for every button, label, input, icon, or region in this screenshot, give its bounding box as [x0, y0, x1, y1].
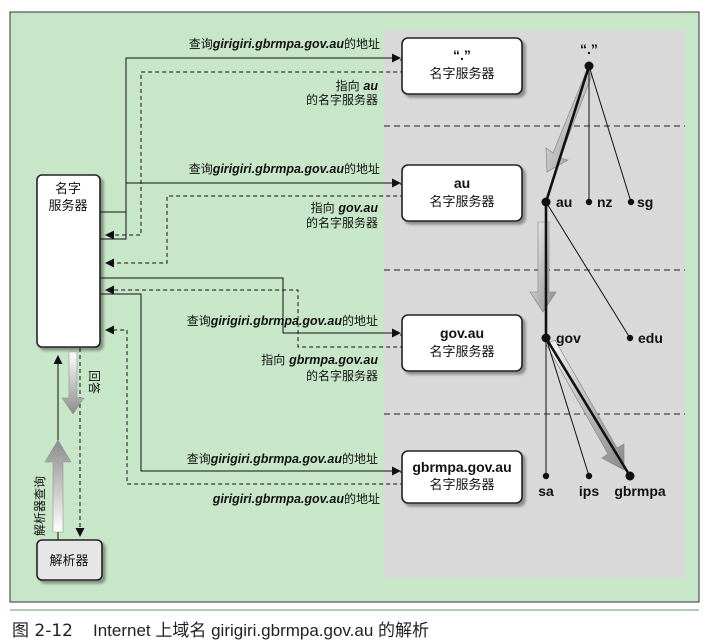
tree-label-gov: gov — [556, 330, 581, 346]
tree-node-ips — [585, 472, 593, 480]
name-server-gov-au: gov.au 名字服务器 — [401, 314, 523, 372]
response-label-1b: 的名字服务器 — [306, 92, 378, 107]
tree-node-gov — [541, 333, 551, 343]
tree-node-gbrmpa — [625, 471, 635, 481]
name-server-gov-au-title: gov.au — [440, 325, 484, 341]
tree-edges — [544, 65, 632, 477]
query-label-2: 查询girigiri.gbrmpa.gov.au的地址 — [189, 161, 380, 176]
tree-label-nz: nz — [597, 194, 613, 210]
resolver-label: 解析器 — [49, 554, 88, 569]
local-name-server-line1: 名字 — [55, 181, 81, 197]
tree-label-au: au — [556, 194, 572, 210]
resolver-box: 解析器 — [36, 539, 103, 581]
tree-node-au — [541, 197, 551, 207]
query-label-4: 查询girigiri.gbrmpa.gov.au的地址 — [187, 451, 378, 466]
tree-label-gbrmpa: gbrmpa — [614, 483, 666, 499]
response-label-4: girigiri.gbrmpa.gov.au的地址 — [212, 491, 380, 506]
tree-label-sa: sa — [538, 483, 554, 499]
caption-number: 图 2-12 — [12, 621, 73, 641]
name-server-au: au 名字服务器 — [401, 164, 523, 222]
tree-node-sg — [627, 198, 635, 206]
name-server-gov-au-sub: 名字服务器 — [429, 344, 494, 360]
name-server-au-sub: 名字服务器 — [429, 194, 494, 210]
name-server-gbrmpa-sub: 名字服务器 — [429, 477, 494, 493]
name-server-root-title: “.” — [453, 47, 471, 63]
tree-node-nz — [585, 198, 593, 206]
query-label-1: 查询girigiri.gbrmpa.gov.au的地址 — [189, 36, 380, 51]
name-server-gbrmpa-gov-au: gbrmpa.gov.au 名字服务器 — [401, 450, 523, 504]
tree-nodes — [541, 61, 635, 481]
response-label-3b: 的名字服务器 — [306, 368, 378, 383]
tree-label-ips: ips — [579, 483, 599, 499]
local-name-server-line2: 服务器 — [48, 198, 87, 214]
caption-text: Internet 上域名 girigiri.gbrmpa.gov.au 的解析 — [93, 621, 429, 640]
response-label-2b: 的名字服务器 — [306, 215, 378, 230]
name-server-root-sub: 名字服务器 — [429, 66, 494, 82]
response-label-1a: 指向 au — [336, 78, 379, 93]
query-big-arrow — [44, 439, 72, 533]
query-label-3: 查询girigiri.gbrmpa.gov.au的地址 — [187, 313, 378, 328]
reply-label: 回答 — [87, 370, 102, 394]
resolver-query-label: 解析器查询 — [33, 476, 47, 536]
tree-label-root: “.” — [580, 41, 598, 57]
name-server-root: “.” 名字服务器 — [401, 37, 523, 95]
tree-node-edu — [626, 334, 634, 342]
tree-node-sa — [542, 472, 550, 480]
response-label-3a: 指向 gbrmpa.gov.au — [261, 352, 378, 367]
tree-node-root — [584, 61, 594, 71]
local-name-server: 名字 服务器 — [36, 174, 101, 348]
tree-label-edu: edu — [638, 330, 663, 346]
tree-label-sg: sg — [637, 194, 653, 210]
reply-big-arrow — [61, 351, 85, 415]
name-server-gbrmpa-title: gbrmpa.gov.au — [412, 459, 511, 475]
name-server-au-title: au — [454, 175, 470, 191]
response-label-2a: 指向 gov.au — [311, 200, 379, 215]
